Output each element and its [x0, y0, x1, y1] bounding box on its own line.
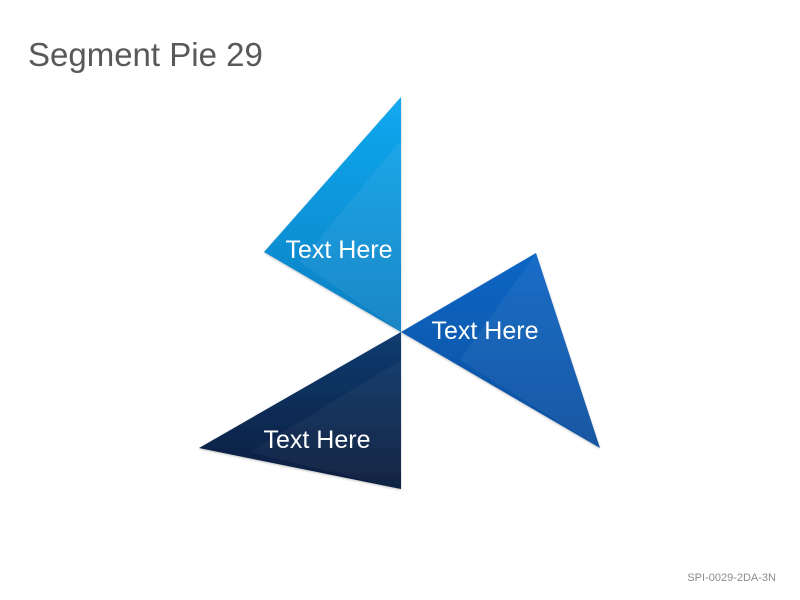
footer-code: SPI-0029-2DA-3N	[687, 572, 776, 584]
segment-bottom-label: Text Here	[264, 426, 371, 454]
page-title: Segment Pie 29	[28, 36, 263, 73]
segment-top: Text Here	[264, 97, 401, 332]
segment-bottom: Text Here	[199, 332, 401, 489]
segment-right: Text Here	[401, 253, 600, 448]
segment-right-label: Text Here	[432, 317, 539, 345]
segment-top-label: Text Here	[286, 236, 393, 264]
